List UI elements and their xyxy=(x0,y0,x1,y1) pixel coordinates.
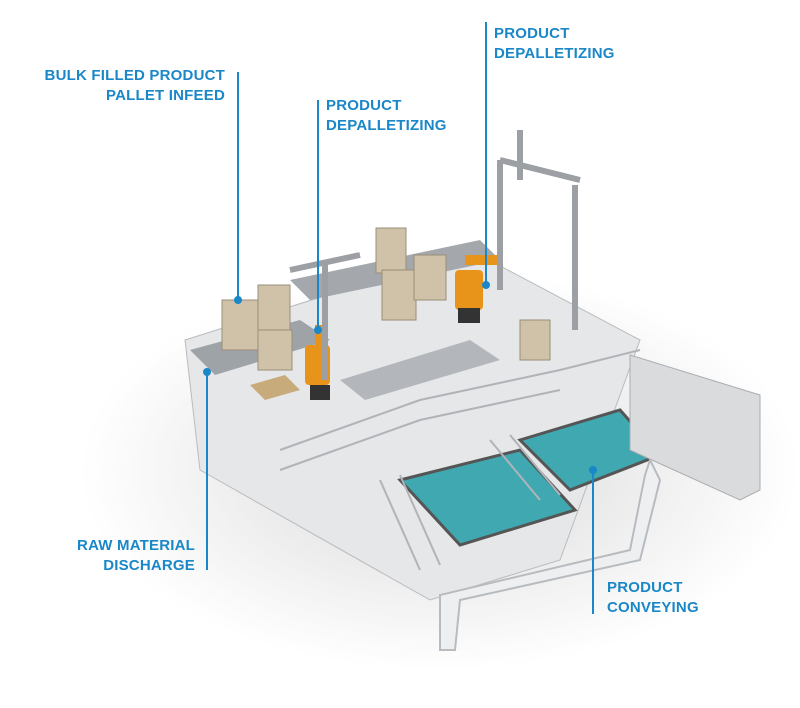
robot-right xyxy=(455,255,500,323)
label-line: PRODUCT xyxy=(326,97,402,114)
label-line: DEPALLETIZING xyxy=(494,45,615,62)
label-line: PALLET INFEED xyxy=(106,87,225,104)
middle-conveyor xyxy=(340,340,500,400)
label-product-depalletizing-right: PRODUCT DEPALLETIZING xyxy=(494,24,615,64)
label-line: BULK FILLED PRODUCT xyxy=(44,67,225,84)
label-product-conveying: PRODUCT CONVEYING xyxy=(607,578,699,618)
label-bulk-pallet-infeed: BULK FILLED PRODUCT PALLET INFEED xyxy=(20,66,225,106)
control-cabinets xyxy=(629,354,761,501)
pallet xyxy=(250,375,300,400)
label-line: PRODUCT xyxy=(494,25,570,42)
label-product-depalletizing-left: PRODUCT DEPALLETIZING xyxy=(326,96,447,136)
walkway-railings xyxy=(279,349,641,571)
gantry-frame xyxy=(289,130,581,380)
leader-lines xyxy=(203,22,597,614)
bin-left xyxy=(397,448,578,547)
label-line: RAW MATERIAL xyxy=(77,537,195,554)
label-line: DISCHARGE xyxy=(103,557,195,574)
label-line: CONVEYING xyxy=(607,599,699,616)
outflow-conveyor xyxy=(439,457,662,651)
label-line: PRODUCT xyxy=(607,579,683,596)
label-line: DEPALLETIZING xyxy=(326,117,447,134)
pallet-stacks xyxy=(221,227,551,371)
label-raw-material-discharge: RAW MATERIAL DISCHARGE xyxy=(40,536,195,576)
